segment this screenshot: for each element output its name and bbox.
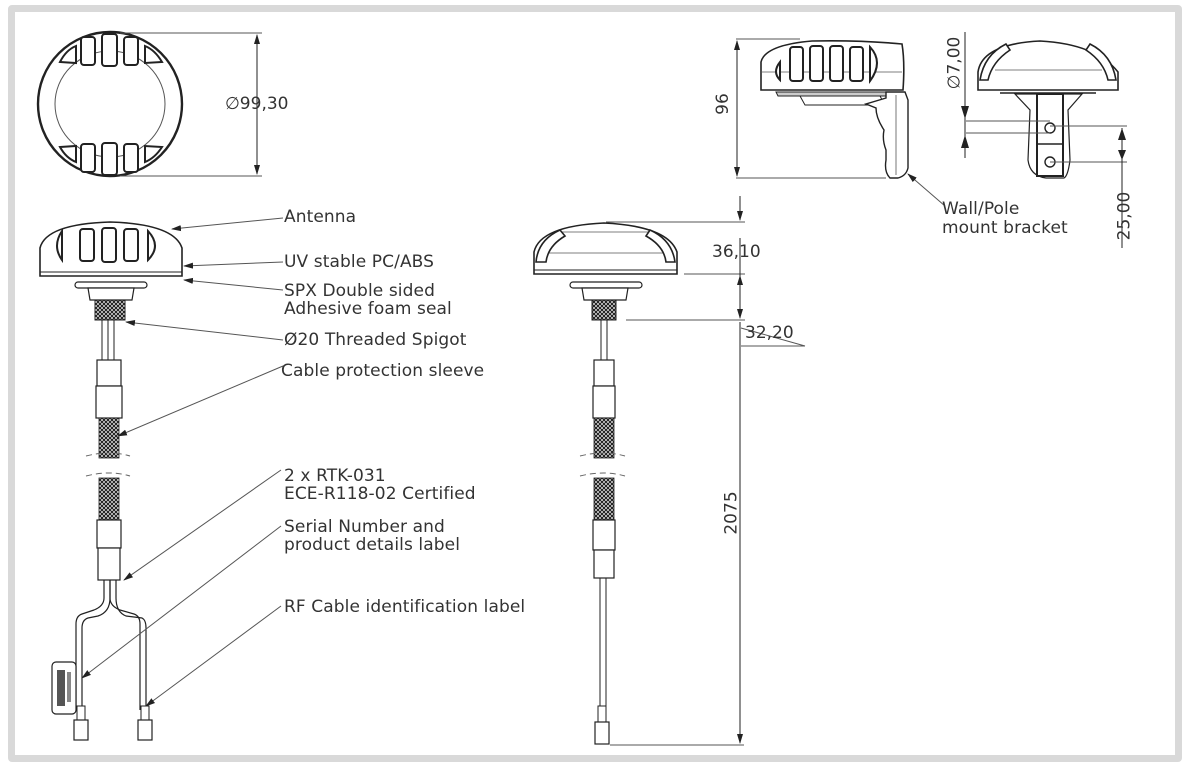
callout-cable-line1: 2 x RTK-031 (284, 466, 386, 486)
spigot-length-dimension: 32,20 (745, 323, 794, 343)
callout-seal-line1: SPX Double sided (284, 281, 435, 301)
cable-length-dimension: 2075 (721, 491, 742, 535)
callout-serial-line1: Serial Number and (284, 517, 445, 537)
diameter-dimension: ∅99,30 (225, 94, 289, 114)
callout-bracket-line1: Wall/Pole (942, 199, 1020, 219)
callout-cable-line2: ECE-R118-02 Certified (284, 484, 476, 504)
bracket-height-dimension: 96 (712, 93, 733, 115)
callout-serial-line2: product details label (284, 535, 461, 555)
annotated-assembly (39, 217, 284, 741)
center-side-view (533, 196, 806, 746)
bracket-side-view (734, 38, 946, 207)
bracket-spacing-dimension: 25,00 (1114, 191, 1135, 241)
top-view (36, 30, 262, 178)
callout-antenna: Antenna (284, 207, 357, 227)
callout-spigot: Ø20 Threaded Spigot (284, 330, 467, 350)
callout-rf-label: RF Cable identification label (284, 597, 526, 617)
callout-sleeve: Cable protection sleeve (281, 361, 485, 381)
dome-height-dimension: 36,10 (712, 242, 761, 262)
bracket-front-view (961, 32, 1127, 248)
callout-seal-line2: Adhesive foam seal (284, 299, 452, 319)
bracket-hole-dimension: ∅7,00 (944, 36, 965, 90)
callout-bracket-line2: mount bracket (942, 218, 1068, 238)
callout-material: UV stable PC/ABS (284, 252, 435, 272)
